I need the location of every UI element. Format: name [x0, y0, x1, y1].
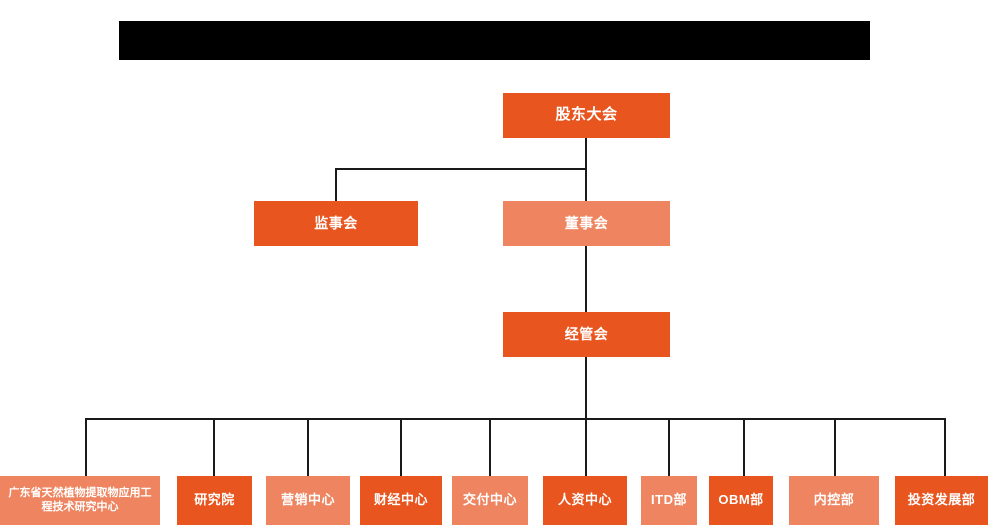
node-dept-research-institute[interactable]: 研究院 [177, 476, 252, 525]
node-dept-obm[interactable]: OBM部 [709, 476, 773, 525]
node-dept-delivery-center[interactable]: 交付中心 [452, 476, 528, 525]
connector-vertical-dept-9 [834, 418, 836, 476]
node-dept-investment-development[interactable]: 投资发展部 [895, 476, 988, 525]
node-board-of-directors[interactable]: 董事会 [503, 201, 670, 246]
node-dept-finance-center[interactable]: 财经中心 [360, 476, 442, 525]
node-supervisory-board[interactable]: 监事会 [254, 201, 418, 246]
connector-vertical-management-down [585, 357, 587, 419]
node-dept-itd[interactable]: ITD部 [641, 476, 697, 525]
node-management-committee[interactable]: 经管会 [503, 312, 670, 357]
node-dept-marketing-center[interactable]: 营销中心 [266, 476, 350, 525]
connector-vertical-board-to-management [585, 246, 587, 312]
connector-vertical-shareholders-down [585, 138, 587, 169]
connector-vertical-dept-10 [944, 418, 946, 476]
connector-vertical-dept-1 [85, 418, 87, 476]
connector-horizontal-level2 [335, 168, 587, 170]
connector-vertical-dept-6 [585, 418, 587, 476]
connector-vertical-board-of-directors [585, 168, 587, 201]
connector-horizontal-departments-bus [85, 418, 946, 420]
connector-vertical-dept-4 [400, 418, 402, 476]
connector-vertical-dept-5 [489, 418, 491, 476]
node-dept-guangdong-research-center[interactable]: 广东省天然植物提取物应用工程技术研究中心 [0, 476, 160, 525]
connector-vertical-dept-7 [668, 418, 670, 476]
connector-vertical-dept-3 [307, 418, 309, 476]
connector-vertical-supervisory-board [335, 168, 337, 201]
node-shareholders-meeting[interactable]: 股东大会 [503, 93, 670, 138]
node-dept-internal-control[interactable]: 内控部 [789, 476, 879, 525]
redacted-title-bar [119, 21, 870, 60]
connector-vertical-dept-8 [743, 418, 745, 476]
connector-vertical-dept-2 [213, 418, 215, 476]
node-dept-hr-center[interactable]: 人资中心 [543, 476, 627, 525]
